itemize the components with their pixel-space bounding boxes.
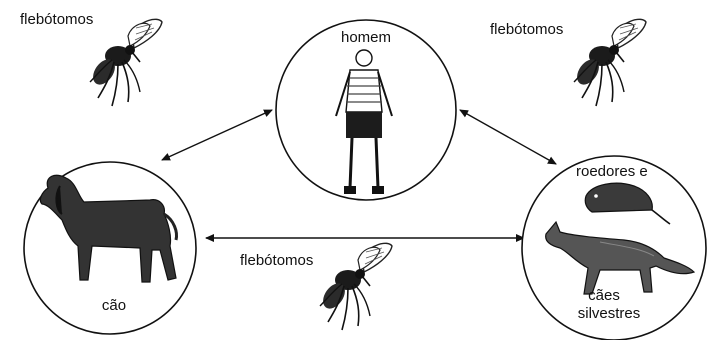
sandfly-icon: [89, 19, 162, 106]
wild-dogs-label-line1: cães: [574, 288, 634, 304]
wild-dogs-label-line2: silvestres: [564, 306, 654, 322]
sandfly-label-top-left: flebótomos: [20, 12, 93, 28]
human-label: homem: [326, 30, 406, 46]
dog-label: cão: [94, 298, 134, 314]
arrow-human-dog: [162, 110, 272, 160]
sandfly-label-top-right: flebótomos: [490, 22, 563, 38]
sandfly-icon: [573, 19, 646, 106]
arrow-human-wild: [460, 110, 556, 164]
sandfly-label-bottom: flebótomos: [240, 253, 313, 269]
rodents-label: roedores e: [576, 164, 648, 180]
sandfly-icon: [319, 243, 392, 330]
